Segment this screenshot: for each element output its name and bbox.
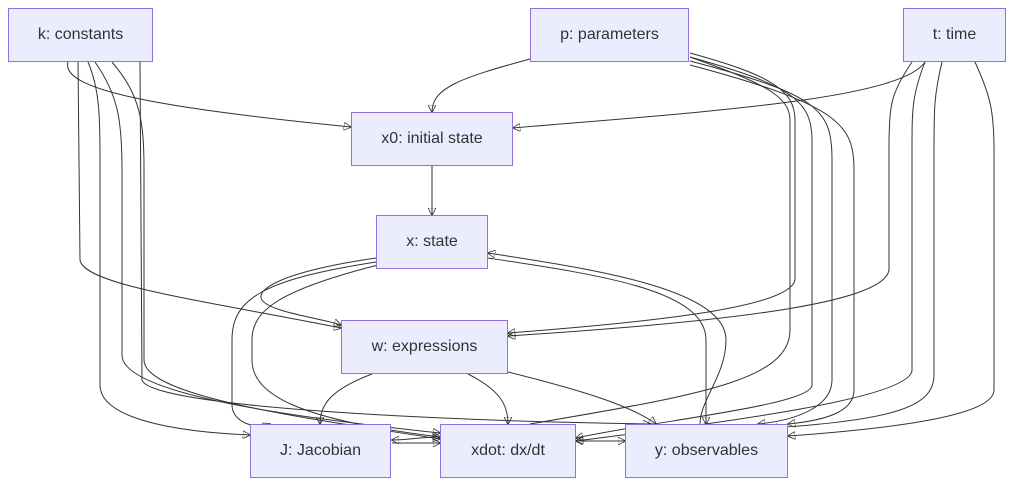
edge-w-to-y <box>507 371 656 424</box>
edge-x-to-J <box>231 261 377 426</box>
node-J-label: J: Jacobian <box>280 442 361 459</box>
node-w-label: w: expressions <box>371 338 478 355</box>
edge-p-to-y <box>689 60 833 424</box>
node-y-label: y: observables <box>654 442 759 459</box>
edge-k-to-x0 <box>67 61 351 127</box>
edge-k-to-J <box>87 61 250 435</box>
node-p-label: p: parameters <box>560 26 659 43</box>
edge-t-to-y <box>770 61 943 428</box>
edge-x-to-xdot <box>251 264 440 437</box>
edge-p-to-x0 <box>432 58 531 112</box>
node-xdot: xdot: dx/dt <box>440 424 576 478</box>
edge-k2-to-xdot <box>111 61 440 439</box>
node-t-time: t: time <box>903 8 1006 62</box>
edge-k-to-w <box>77 61 341 328</box>
node-p-parameters: p: parameters <box>530 8 689 62</box>
node-y-observables: y: observables <box>625 424 788 478</box>
edge-y-to-x <box>488 253 727 425</box>
edge-t-to-w <box>508 61 913 336</box>
edge-t2-to-y <box>788 61 995 436</box>
node-k-label: k: constants <box>37 26 124 43</box>
node-t-label: t: time <box>932 26 977 43</box>
node-x0-initial-state: x0: initial state <box>351 112 513 166</box>
edge-k-to-xdot <box>94 61 440 433</box>
edge-p-to-xdot <box>576 56 813 438</box>
node-J-jacobian: J: Jacobian <box>250 424 391 478</box>
node-x-state: x: state <box>376 215 488 269</box>
edge-x-to-w <box>260 257 377 325</box>
node-x0-label: x0: initial state <box>381 130 483 147</box>
node-x-label: x: state <box>406 233 458 250</box>
edge-t-to-x0 <box>513 61 926 128</box>
edge-x-to-y <box>487 257 706 424</box>
node-xdot-label: xdot: dx/dt <box>471 442 545 459</box>
edge-p2-to-y <box>689 64 855 424</box>
edge-p-to-w <box>508 52 796 333</box>
edge-xdot-up <box>529 56 791 425</box>
node-w-expressions: w: expressions <box>341 320 508 374</box>
edge-w-to-xdot <box>467 373 508 424</box>
node-k-constants: k: constants <box>8 8 153 62</box>
